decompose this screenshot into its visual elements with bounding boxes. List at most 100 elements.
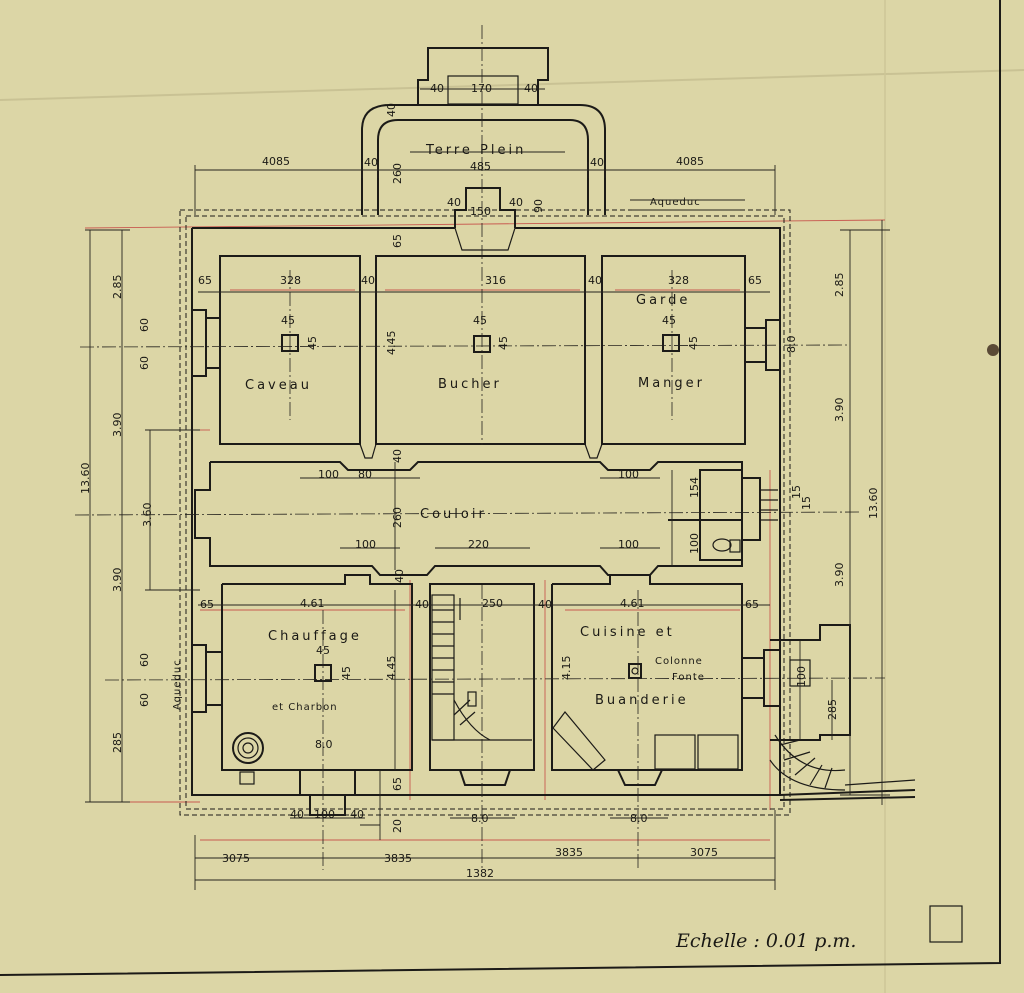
axis-lines [74,25,886,870]
dim-tp-40-right: 40 [590,156,604,169]
dim-r1-65-left: 65 [198,274,212,287]
dim-c-45b: 45 [306,336,319,350]
dim-left-360: 3.60 [141,503,154,528]
dim-tp-260: 260 [391,163,404,184]
dim-c-45f: 45 [687,336,700,350]
dim-left-285b: 285 [111,732,124,753]
dim-c-45e: 45 [662,314,676,327]
dim-cor-80: 80 [358,468,372,481]
dim-cor-100e: 100 [618,538,639,551]
dim-b-65-right: 65 [745,598,759,611]
room-couloir: Couloir [420,507,487,522]
dim-b-45a: 45 [316,644,330,657]
dim-b-80a: 8.0 [315,738,333,751]
room-terre-plein: Terre Plein [425,143,526,158]
dim-r1-40b: 40 [588,274,602,287]
dim-n-40b: 40 [509,196,523,209]
dim-right-15: 15 [790,485,803,499]
dim-cor-40: 40 [391,449,404,463]
room-buanderie: Buanderie [595,693,689,708]
room-garde: Garde [636,293,690,308]
paper-stain [987,344,999,356]
dim-left-285a: 2.85 [111,275,124,300]
dim-b-40c: 40 [290,808,304,821]
dim-b-461-left: 4.61 [300,597,325,610]
dim-right-285a: 2.85 [833,273,846,298]
red-guide-lines [84,169,886,841]
room-aqueduc-top: Aqueduc [650,197,701,208]
dim-cor-100d: 100 [355,538,376,551]
dim-right-390b: 3.90 [833,563,846,588]
dim-top-40a: 40 [430,82,444,95]
dim-e-285: 285 [826,699,839,720]
dim-b-250: 250 [482,597,503,610]
dim-right-390a: 3.90 [833,398,846,423]
dim-right-1360: 13.60 [867,488,880,520]
dim-c-45a: 45 [281,314,295,327]
room-chauffage: Chauffage [268,629,362,644]
dim-b-65v: 65 [391,777,404,791]
paper-fold-line [0,69,1024,101]
dim-b-40d: 40 [350,808,364,821]
dim-top-40b: 40 [524,82,538,95]
dim-b-80b: 8.0 [471,812,489,825]
dim-cor-154: 154 [688,477,701,498]
dim-c-45c: 45 [473,314,487,327]
dim-b-40a: 40 [415,598,429,611]
dim-b-445: 4.45 [385,656,398,681]
dim-f-1382: 1382 [466,867,494,880]
dim-e-100: 100 [795,666,808,687]
dim-b-20: 20 [391,819,404,833]
dim-b-45b: 45 [340,666,353,680]
dim-r1-40a: 40 [361,274,375,287]
dim-h-445: 4.45 [385,331,398,356]
dim-left-60d: 60 [138,693,151,707]
room-aqueduc-left: Aqueduc [172,659,183,710]
dim-485: 485 [470,160,491,173]
dim-left-60a: 60 [138,318,151,332]
dim-4085-left: 4085 [262,155,290,168]
dim-right-15b: 15 [800,496,813,510]
dim-left-60b: 60 [138,356,151,370]
dim-r-80: 8.0 [785,336,798,354]
room-bucher: Bucher [438,377,502,392]
room-cuisine: Cuisine et [580,625,675,640]
dim-r1-328-left: 328 [280,274,301,287]
dim-cor-260: 260 [391,507,404,528]
dim-n-40a: 40 [447,196,461,209]
room-colonne: Colonne [655,656,703,667]
dimension-lines [85,88,890,890]
dim-r1-328-right: 328 [668,274,689,287]
dim-left-1360: 13.60 [79,463,92,495]
dim-tp-40c: 40 [385,103,398,117]
dim-f-3075-right: 3075 [690,846,718,859]
labels-top-rooms: 65 328 40 316 40 328 65 45 45 45 45 45 4… [198,274,798,393]
dim-b-415: 4.15 [560,656,573,681]
dim-r1-65-right: 65 [748,274,762,287]
dim-b-461-right: 4.61 [620,597,645,610]
dim-n-65: 65 [391,234,404,248]
dim-b-40b: 40 [538,598,552,611]
labels-bottom: 65 40 100 40 20 8.0 8.0 3075 3835 3835 3… [222,777,718,880]
dim-cor-220: 220 [468,538,489,551]
room-fonte: Fonte [672,672,705,683]
dim-b-65-left: 65 [200,598,214,611]
dim-b-40v: 40 [393,569,406,583]
dim-left-60c: 60 [138,653,151,667]
dim-left-390a: 3.90 [111,413,124,438]
dim-4085-right: 4085 [676,155,704,168]
dim-f-3835-left: 3835 [384,852,412,865]
terre-plein-projection [361,47,606,251]
labels-top: 40 170 40 Terre Plein 40 260 4085 40 485… [262,82,704,248]
dim-cor-100b: 100 [618,468,639,481]
dim-c-45d: 45 [497,336,510,350]
dim-r1-316: 316 [485,274,506,287]
dim-f-3835-right: 3835 [555,846,583,859]
room-manger: Manger [638,376,705,391]
dim-b-80c: 8.0 [630,812,648,825]
scale-label: Echelle : 0.01 p.m. [675,930,856,952]
dim-cor-100a: 100 [318,468,339,481]
dim-f-3075-left: 3075 [222,852,250,865]
dim-n-90: 90 [532,199,545,213]
